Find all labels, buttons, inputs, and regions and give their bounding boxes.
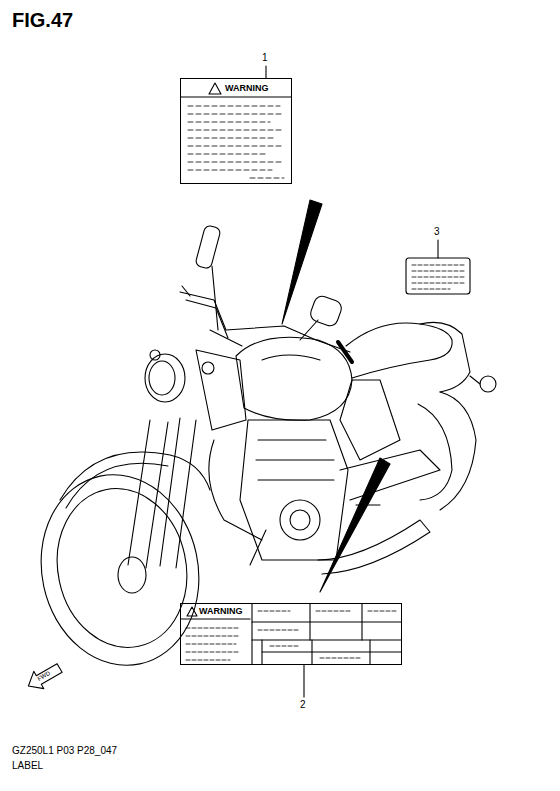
drawing-code: GZ250L1 P03 P28_047	[12, 746, 117, 756]
callout-number: 2	[300, 700, 306, 710]
callout-number: 3	[434, 227, 440, 237]
direction-arrow-text: FWD	[36, 670, 51, 682]
warning-label: WARNING	[180, 603, 402, 665]
figure-title: FIG.47	[12, 10, 73, 30]
warning-heading: WARNING	[199, 607, 243, 616]
warning-label: WARNING	[180, 78, 292, 184]
figure-name: LABEL	[12, 761, 43, 771]
warning-heading: WARNING	[225, 84, 269, 93]
callout-number: 1	[262, 53, 268, 63]
